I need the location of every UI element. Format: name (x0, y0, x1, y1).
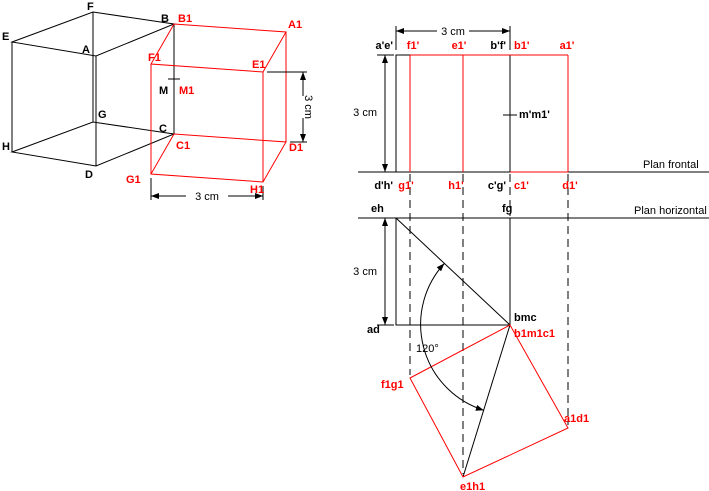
label-rotation-angle: 120° (416, 343, 439, 355)
label-g1-bottom: g1' (398, 180, 414, 192)
label-f1-vertex: F1 (148, 52, 161, 64)
label-g1-vertex: G1 (126, 174, 141, 186)
label-a1-top: a1' (560, 40, 575, 52)
rotated-square-red (409, 324, 569, 478)
label-m-vertex: M (159, 85, 168, 97)
label-d1-bottom: d1' (562, 180, 578, 192)
label-h-vertex: H (2, 141, 10, 153)
red-cube-edges (150, 23, 287, 183)
label-eh: eh (371, 203, 384, 215)
label-b1-top: b1' (514, 40, 530, 52)
label-c-vertex: C (159, 123, 167, 135)
label-e-vertex: E (2, 31, 9, 43)
label-g-vertex: G (98, 109, 107, 121)
label-ad: ad (367, 324, 380, 336)
label-e1-vertex: E1 (252, 59, 265, 71)
label-c1-bottom: c1' (514, 180, 529, 192)
plan-line-bmc-e1h1 (462, 324, 511, 478)
label-mid-point: m'm1' (519, 109, 550, 121)
label-bmc: bmc (514, 312, 537, 324)
label-h1-vertex: H1 (250, 184, 264, 196)
label-bf-top: b'f' (490, 40, 506, 52)
label-e1h1: e1h1 (460, 481, 485, 491)
projection-extension-lines (377, 26, 511, 326)
projection-dimension-lines (384, 30, 510, 325)
label-d1-vertex: D1 (289, 142, 303, 154)
black-cube-edges (10, 11, 176, 167)
label-f-vertex: F (87, 1, 94, 13)
label-cg-bottom: c'g' (488, 180, 506, 192)
label-a-vertex: A (82, 44, 90, 56)
plan-square-black (395, 218, 511, 326)
pictorial-dimension-lines (151, 72, 304, 197)
pictorial-extension-lines (150, 71, 307, 200)
dim-right-pictorial: 3 cm (302, 95, 314, 119)
label-f1g1: f1g1 (381, 379, 404, 391)
front-view-black-outline (395, 54, 511, 173)
label-plan-horizontal: Plan horizontal (634, 205, 707, 217)
label-f1-top: f1' (407, 40, 420, 52)
dim-bottom-pictorial: 3 cm (195, 191, 219, 203)
label-fg: fg (502, 203, 512, 215)
label-b1m1c1: b1m1c1 (514, 328, 555, 340)
label-b1-vertex: B1 (178, 13, 192, 25)
label-d-vertex: D (85, 169, 93, 181)
label-h1-bottom: h1' (448, 180, 464, 192)
label-e1-top: e1' (452, 40, 467, 52)
rotation-arc-arrows (436, 263, 484, 411)
front-view-red-lines (409, 54, 569, 173)
label-dh-bottom: d'h' (374, 180, 393, 192)
rotation-arc (420, 263, 484, 411)
dim-plan-projection: 3 cm (353, 266, 377, 278)
projection-dashed-lines (409, 174, 569, 474)
label-m1-vertex: M1 (179, 85, 194, 97)
label-ae-top: a'e' (376, 40, 394, 52)
dim-left-projection: 3 cm (353, 107, 377, 119)
dim-top-projection: 3 cm (441, 26, 465, 38)
plan-diagonal-eh-bmc (395, 217, 511, 326)
label-c1-vertex: C1 (176, 140, 190, 152)
label-plan-frontal: Plan frontal (643, 159, 699, 171)
label-a1d1: a1d1 (564, 413, 589, 425)
projection-dimension-arrows (382, 28, 510, 325)
label-b-vertex: B (161, 13, 169, 25)
label-a1-vertex: A1 (288, 19, 302, 31)
